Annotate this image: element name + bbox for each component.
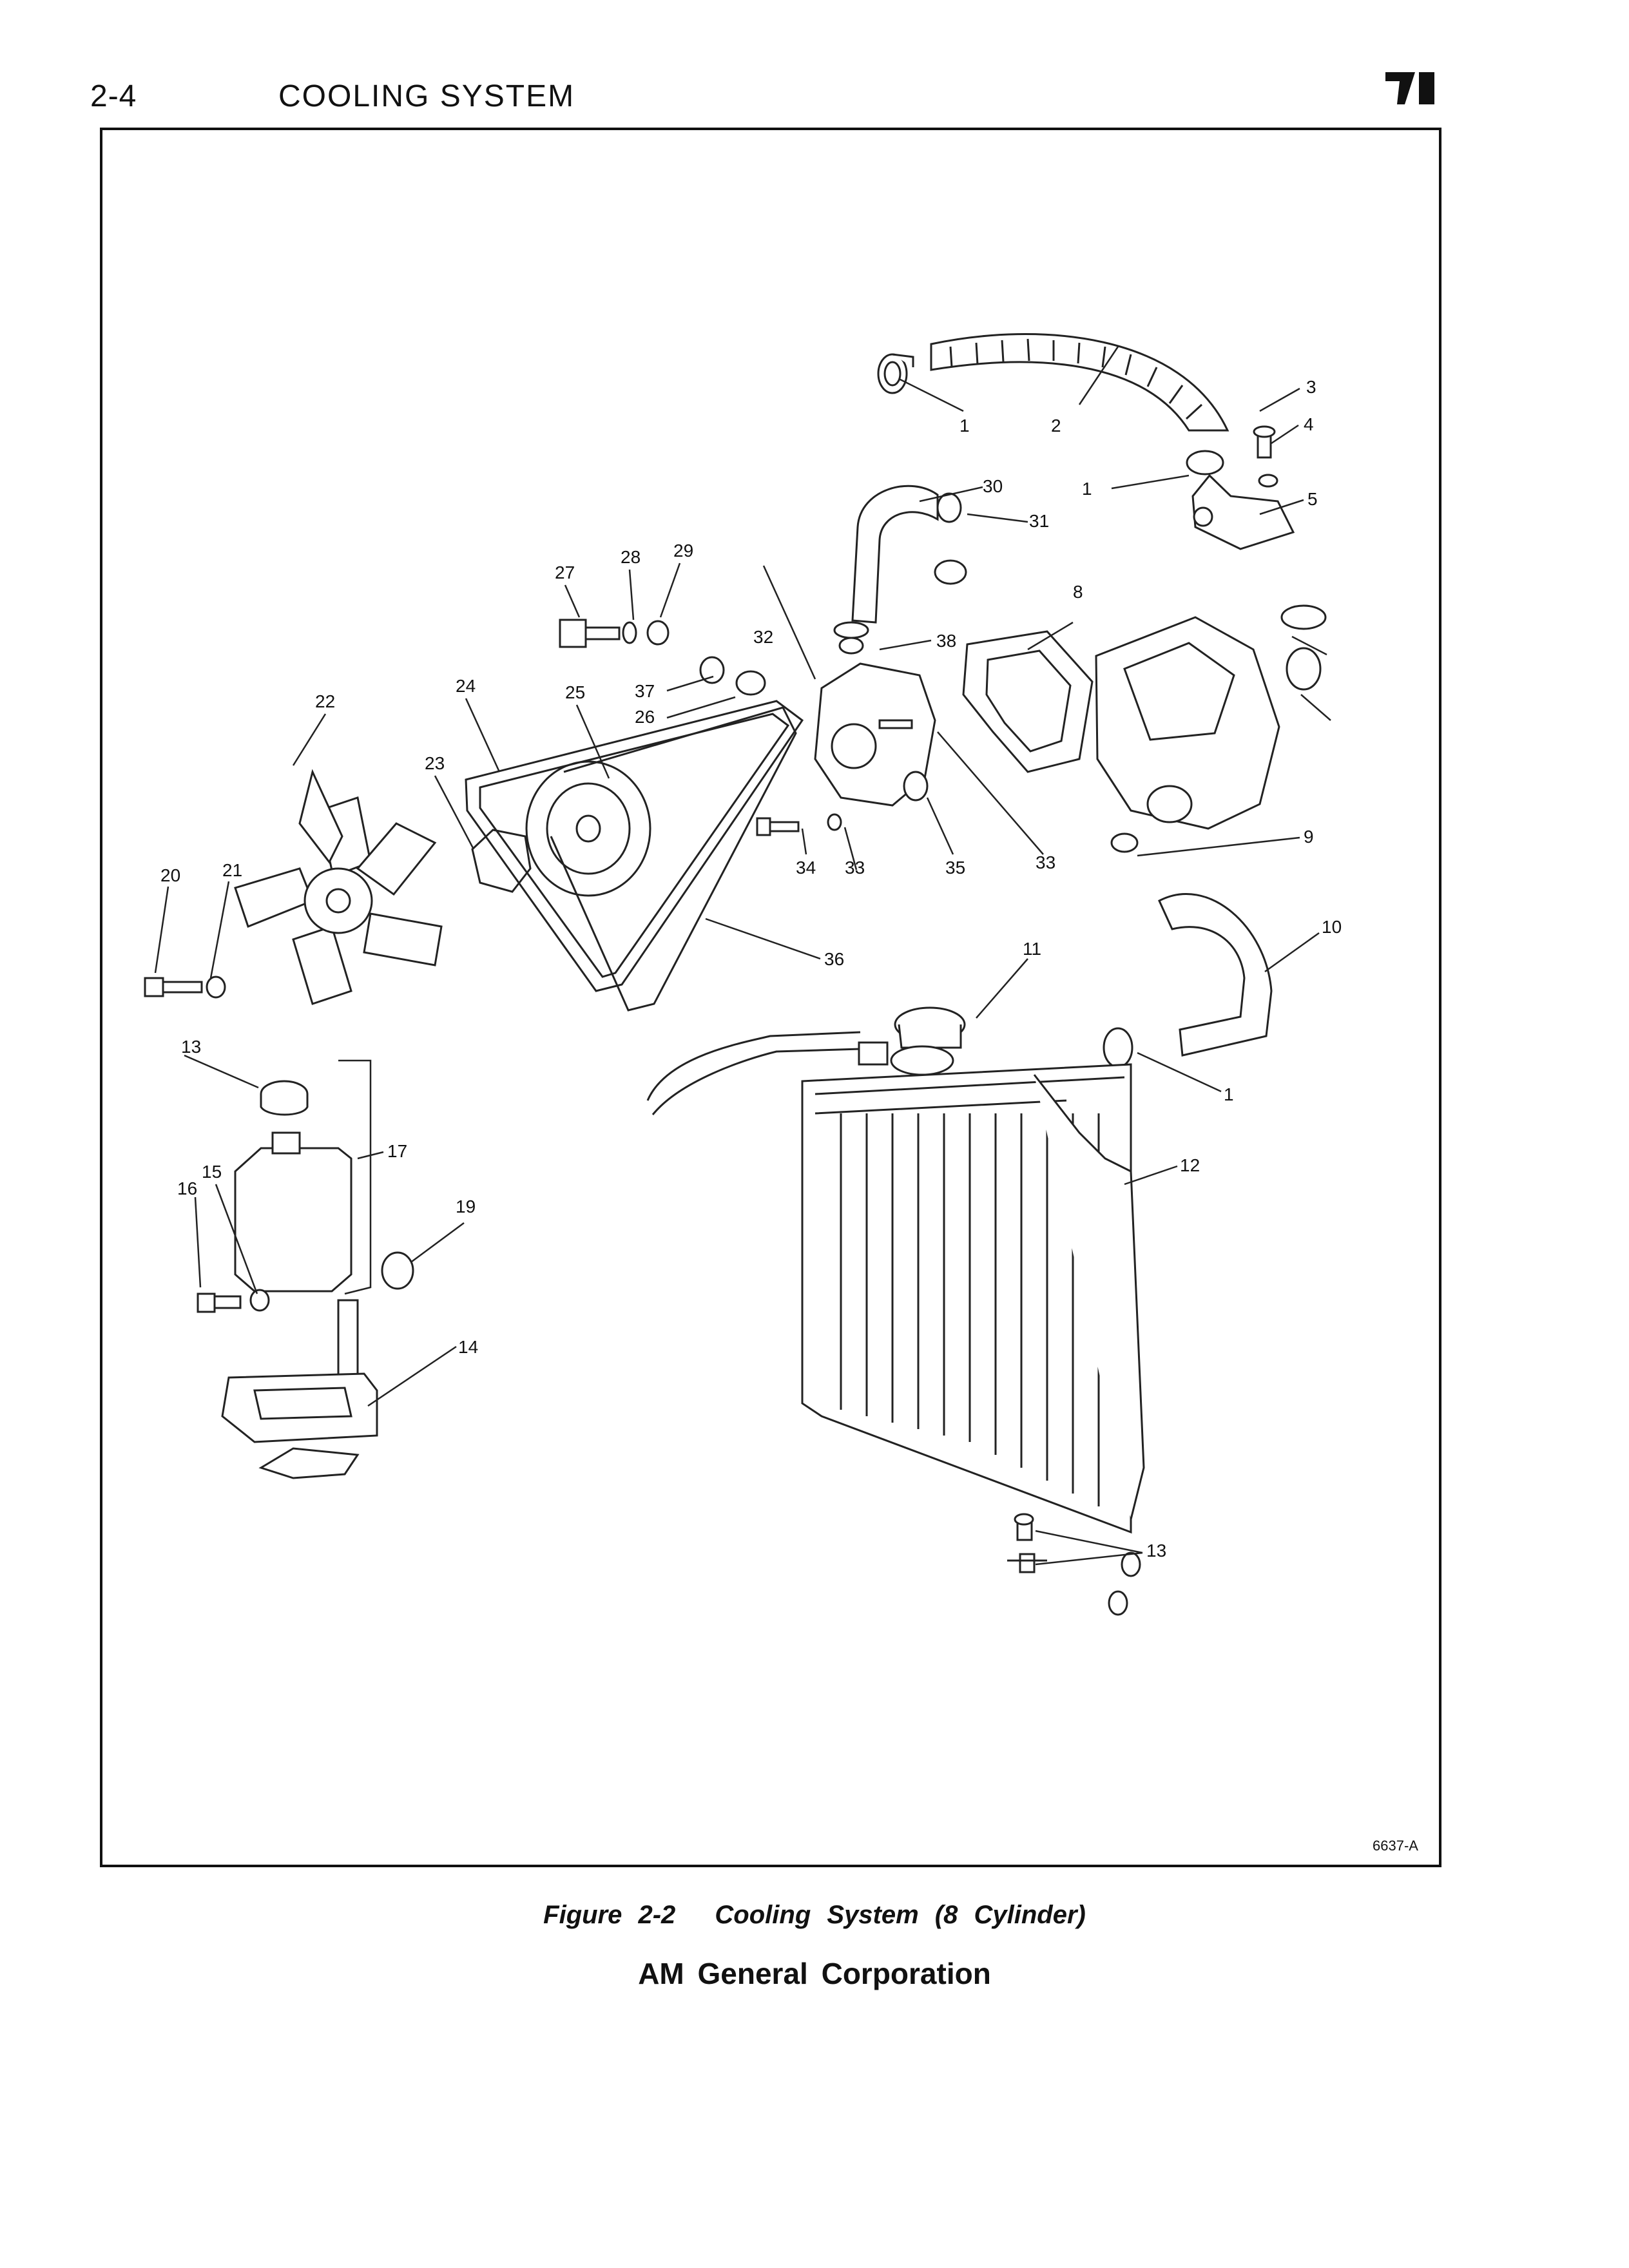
figure-number: Figure 2-2 <box>543 1901 676 1929</box>
crankshaft-pulley <box>525 760 651 897</box>
reservoir-fasteners <box>197 1251 414 1313</box>
callout-label: 33 <box>845 858 865 878</box>
timing-cover <box>1095 616 1280 830</box>
thermostat-housing <box>1186 425 1295 550</box>
fan-bolt <box>144 975 226 999</box>
callout-label: 30 <box>983 476 1003 496</box>
page-number: 2-4 <box>90 79 137 113</box>
section-title: COOLING SYSTEM <box>278 79 575 113</box>
callout-label: 24 <box>456 676 476 696</box>
callout-label: 32 <box>753 627 773 647</box>
overflow-tube <box>646 1031 861 1115</box>
exploded-view-diagram: 1 2 3 4 1 5 30 31 8 27 28 29 32 38 37 26… <box>100 128 1441 1867</box>
hose-clamp-upper <box>877 353 914 394</box>
pump-bolt <box>756 813 842 836</box>
callout-label: 16 <box>177 1178 197 1198</box>
reservoir-bracket <box>221 1299 378 1479</box>
figure-code: 6637-A <box>1373 1838 1418 1854</box>
lower-radiator-hose <box>1103 832 1273 1068</box>
company-name: AM General Corporation <box>638 1957 991 1990</box>
callout-label: 21 <box>222 860 242 880</box>
bypass-hose <box>851 485 967 624</box>
callout-label: 11 <box>1023 939 1041 959</box>
fan-spacer <box>471 829 532 893</box>
callout-label: 22 <box>315 691 335 711</box>
callout-label: 13 <box>1146 1541 1166 1561</box>
callout-label: 31 <box>1029 511 1049 531</box>
callout-label: 34 <box>796 858 816 878</box>
radiator-cap <box>894 1006 966 1049</box>
water-pump-gasket <box>962 630 1094 773</box>
fan-bolt-set <box>559 619 766 696</box>
callout-label: 38 <box>936 631 956 651</box>
callout-label: 4 <box>1304 414 1314 434</box>
callout-label: 2 <box>1051 416 1061 436</box>
figure-caption: Figure 2-2 Cooling System (8 Cylinder) <box>0 1901 1629 1930</box>
coolant-reservoir <box>234 1131 352 1293</box>
callout-label: 19 <box>456 1196 476 1216</box>
callout-numbers: 1 2 3 4 1 5 30 31 8 27 28 29 32 38 37 26… <box>160 377 1342 1561</box>
callout-label: 15 <box>202 1162 222 1182</box>
callout-label: 36 <box>824 949 844 969</box>
drain-cocks <box>1007 1513 1047 1573</box>
upper-radiator-hose <box>930 333 1229 432</box>
callout-label: 35 <box>945 858 965 878</box>
thermostat <box>1280 604 1327 691</box>
callout-label: 14 <box>458 1337 478 1357</box>
callout-label: 1 <box>959 416 970 436</box>
callout-label: 28 <box>621 547 641 567</box>
callout-label: 1 <box>1224 1084 1234 1104</box>
callout-label: 27 <box>555 562 575 582</box>
callout-label: 13 <box>181 1037 201 1057</box>
callout-label: 33 <box>1036 852 1055 872</box>
callout-label: 8 <box>1073 582 1083 602</box>
drive-belt <box>465 700 804 1012</box>
water-pump <box>814 621 936 807</box>
callout-label: 23 <box>425 753 445 773</box>
callout-label: 12 <box>1180 1155 1200 1175</box>
callout-label: 5 <box>1307 489 1318 509</box>
publisher-logo-icon <box>1385 72 1434 104</box>
reservoir-cap <box>260 1080 309 1116</box>
callout-label: 3 <box>1306 377 1316 397</box>
radiator <box>801 1041 1145 1616</box>
callout-label: 29 <box>673 541 693 561</box>
callout-label: 1 <box>1082 479 1092 499</box>
callout-label: 25 <box>565 682 585 702</box>
cooling-fan <box>234 769 443 1005</box>
callout-label: 9 <box>1304 827 1314 847</box>
callout-label: 20 <box>160 865 180 885</box>
callout-label: 10 <box>1322 917 1342 937</box>
figure-title: Cooling System (8 Cylinder) <box>715 1901 1086 1929</box>
callout-label: 26 <box>635 707 655 727</box>
callout-label: 37 <box>635 681 655 701</box>
callout-label: 17 <box>387 1141 407 1161</box>
callout-leaders <box>154 346 1331 1566</box>
